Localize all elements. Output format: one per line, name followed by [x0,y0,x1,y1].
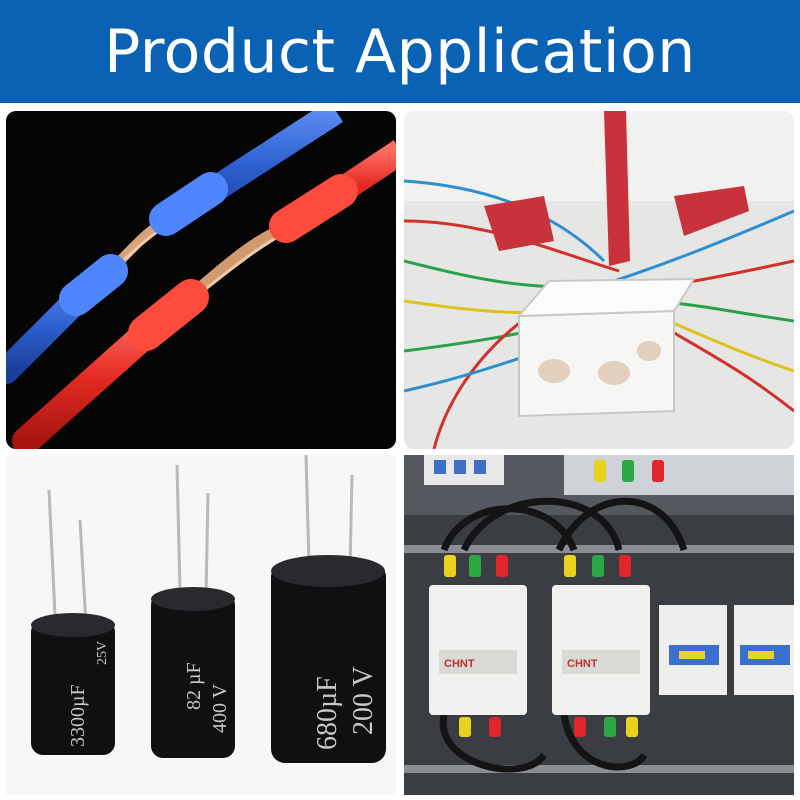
capacitor-voltage-label: 200 V [348,666,379,735]
wire-splice-photo [6,111,396,449]
capacitor-voltage-label: 400 V [209,683,231,733]
junction-box-photo [404,111,794,449]
capacitor-voltage-label: 25V [95,641,110,665]
brand-label: CHNT [444,658,475,670]
capacitor-value-label: 680µF [312,676,343,750]
switchgear-illustration: CHNT CHNT [404,455,794,795]
contactor-right: CHNT [552,585,650,715]
capacitor-value-label: 3300µF [67,684,89,747]
red-electrical-tape [484,111,749,266]
wire-splice-illustration [6,111,396,449]
capacitor-leads [47,455,354,626]
junction-box [516,277,696,418]
capacitor-large: 680µF 200 V [271,555,386,763]
page-title: Product Application [104,16,696,87]
capacitors-illustration: 3300µF 25V 82 µF 400 V 680µF 200 V [6,455,396,795]
header-banner: Product Application [0,0,800,103]
terminal-sleeves [444,460,664,737]
capacitors-photo: 3300µF 25V 82 µF 400 V 680µF 200 V [6,455,396,795]
black-cables [439,497,688,773]
junction-box-illustration [404,111,794,449]
blue-wire [6,111,344,384]
brand-label: CHNT [567,658,598,670]
contactor-left: CHNT [429,585,527,715]
switchgear-photo: CHNT CHNT [404,455,794,795]
capacitor-small: 3300µF 25V [31,613,115,755]
small-contactors [659,605,794,695]
capacitor-medium: 82 µF 400 V [151,587,235,758]
capacitor-value-label: 82 µF [183,662,205,710]
red-wire [12,140,396,449]
